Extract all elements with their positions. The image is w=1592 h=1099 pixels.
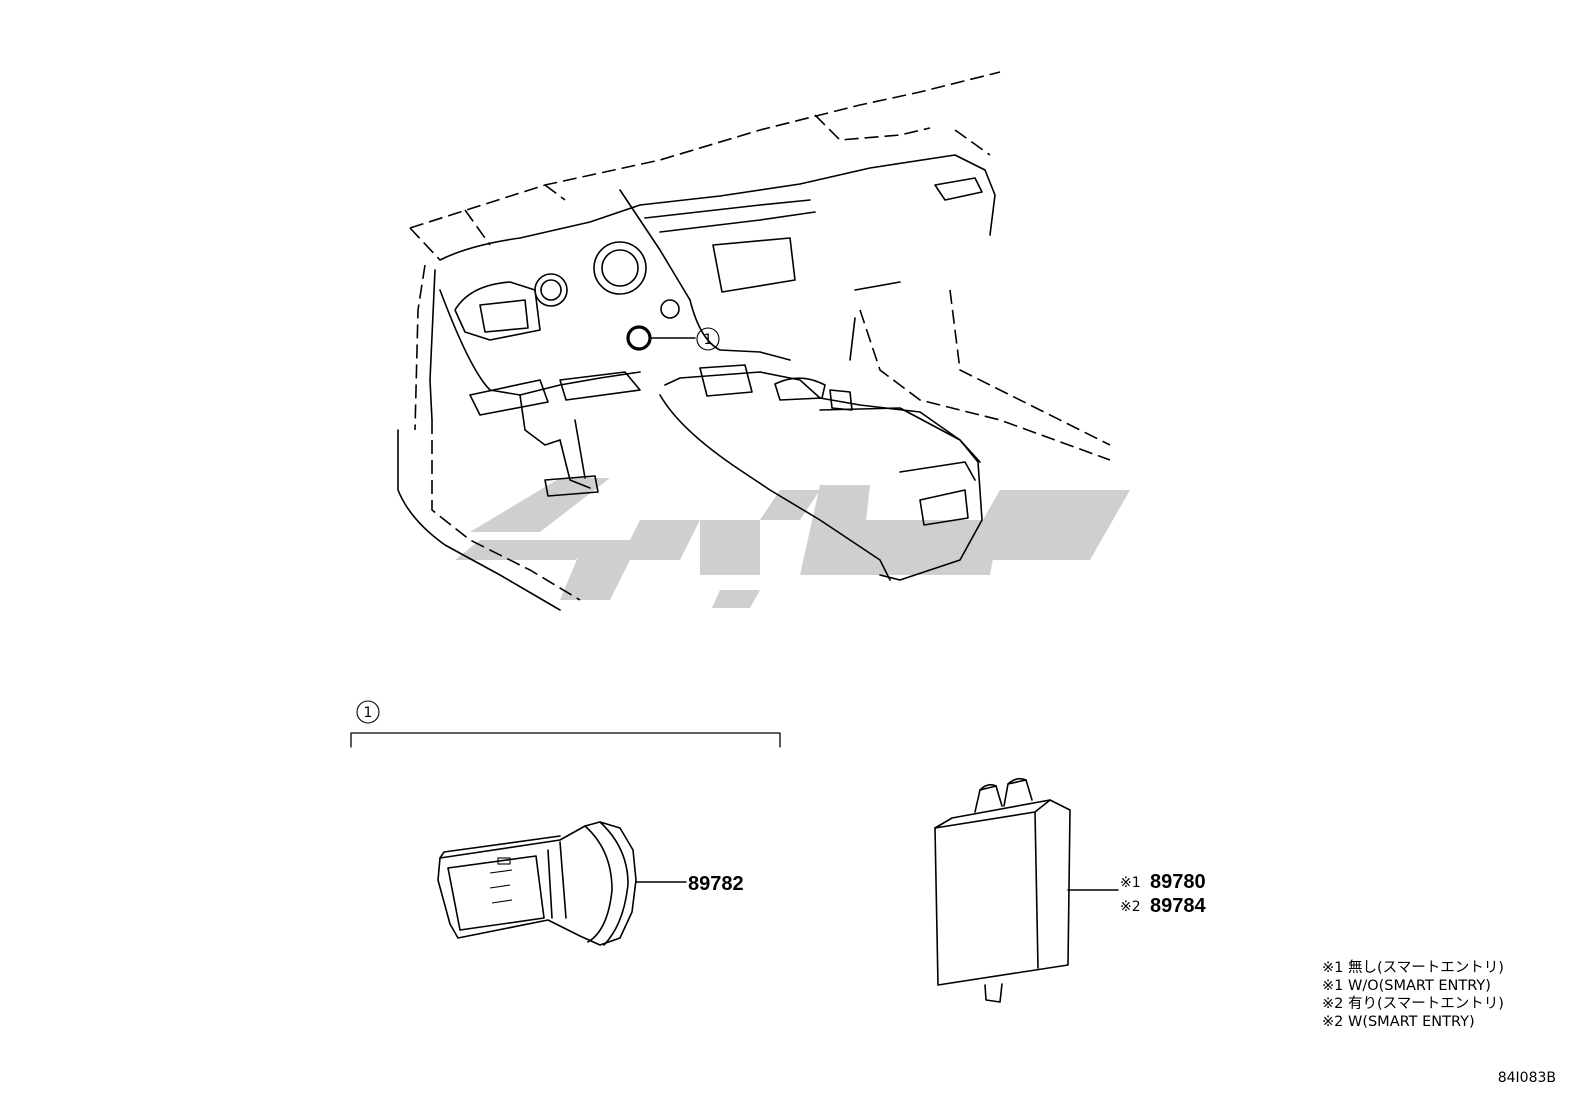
sensor-part-number: 89782 [688,873,744,895]
module-part-number-2: 89784 [1150,895,1206,917]
note-1: ※1 無し(スマートエントリ) [1322,959,1504,976]
module-part-numbers: ※1 89780 ※2 89784 [1120,871,1206,917]
notes-legend: ※1 無し(スマートエントリ) ※1 W/O(SMART ENTRY) ※2 有… [1322,959,1504,1030]
note-3: ※2 有り(スマートエントリ) [1322,995,1504,1012]
diagram-code: 84I083B [1498,1070,1556,1086]
callout-bracket: 1 [350,700,781,748]
dashboard-illustration [397,71,1111,611]
module-marker-1: ※1 [1120,875,1141,891]
module-marker-2: ※2 [1120,899,1141,915]
callout-marker-1: 1 [696,327,720,351]
note-2: ※1 W/O(SMART ENTRY) [1322,978,1491,994]
watermark-logo [455,478,1130,608]
sensor-part-drawing [437,821,687,946]
module-part-number-1: 89780 [1150,871,1206,893]
bracket-marker-1-label: 1 [364,705,373,721]
callout-marker-1-label: 1 [704,332,713,348]
note-4: ※2 W(SMART ENTRY) [1322,1014,1475,1030]
module-part-drawing [934,777,1119,1003]
